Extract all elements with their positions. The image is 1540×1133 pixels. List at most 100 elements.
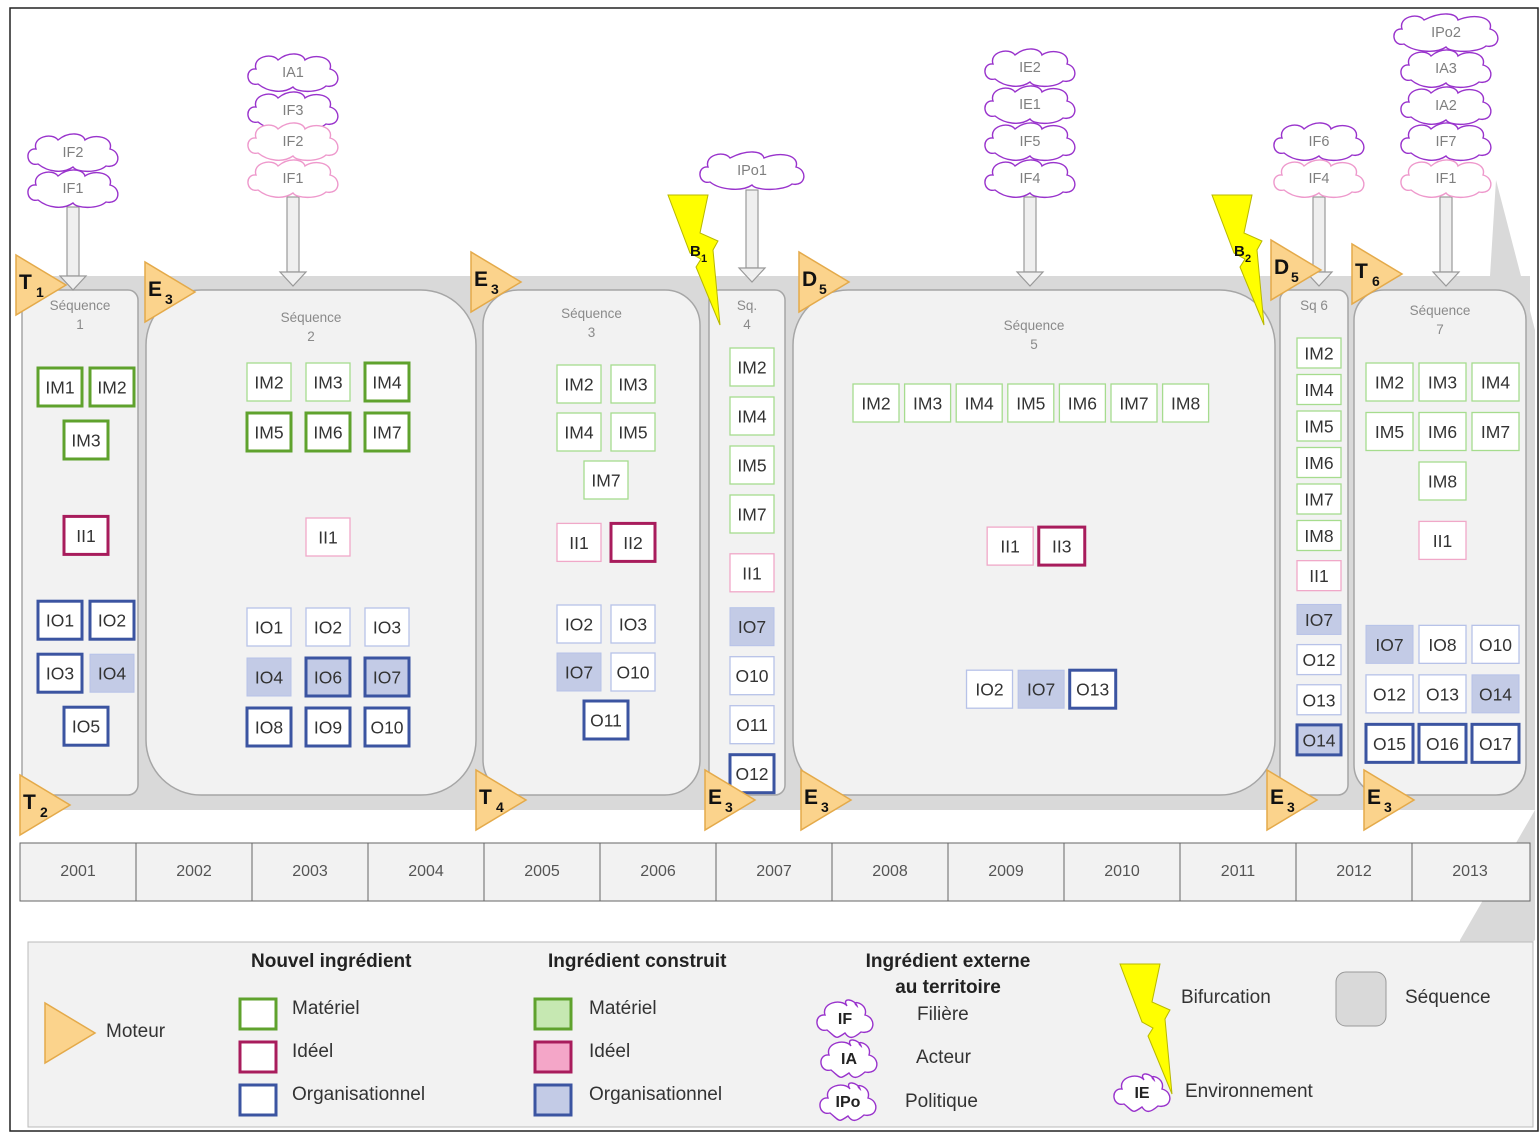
- ingredient-box: [88, 366, 136, 408]
- bifurcation-letter: B: [690, 243, 701, 260]
- ingredient-label: IM4: [1481, 373, 1510, 393]
- sequence-title: Séquence: [1410, 303, 1471, 318]
- input-arrow-head: [58, 275, 88, 291]
- ingredient-box: [610, 604, 656, 644]
- legend-environnement: Environnement: [1185, 1081, 1313, 1102]
- sequence-title: 3: [588, 325, 596, 340]
- ingredient-label: IM1: [45, 378, 74, 398]
- input-arrow-shaft: [1023, 196, 1037, 273]
- ingredient-label: IO7: [1305, 610, 1333, 630]
- ingredient-box: [1296, 603, 1342, 635]
- ingredient-box: [729, 445, 775, 485]
- motor-letter: T: [19, 271, 32, 294]
- motor-index: 3: [491, 281, 499, 297]
- ingredient-label: IO1: [255, 618, 283, 638]
- ingredient-label: IO9: [314, 718, 342, 738]
- ingredient-box: [245, 411, 293, 453]
- year-cell: 2013: [1452, 863, 1488, 880]
- ingredient-box: [1471, 674, 1520, 714]
- ingredient-box: [363, 656, 411, 698]
- sequence-title: Séquence: [1004, 318, 1065, 333]
- ingredient-box: [610, 652, 656, 692]
- motor-index: 6: [1372, 273, 1380, 289]
- ingredient-label: II1: [569, 533, 588, 553]
- ingredient-box: [246, 362, 292, 402]
- motor-index: 5: [1291, 269, 1299, 285]
- ingredient-box: [556, 652, 602, 692]
- ingredient-box: [246, 607, 292, 647]
- motor-letter: E: [1270, 786, 1284, 809]
- motor-letter: E: [1367, 786, 1381, 809]
- motor-index: 3: [1287, 799, 1295, 815]
- year-cell: 2012: [1336, 863, 1372, 880]
- cloud-icon: [699, 151, 805, 191]
- cloud-label: IA: [841, 1051, 857, 1068]
- input-arrow-head: [737, 267, 767, 283]
- ingredient-box: [903, 383, 952, 423]
- motor-triangle: [144, 260, 197, 324]
- sequence-title: Sq.: [737, 298, 757, 313]
- cloud-icon: [1113, 1073, 1171, 1113]
- ingredient-label: IM6: [1428, 422, 1457, 442]
- ingredient-box: [363, 361, 411, 403]
- bifurcation-index: 1: [701, 253, 707, 265]
- ingredient-box: [610, 412, 656, 452]
- cloud-icon: [1400, 49, 1492, 89]
- ingredient-box: [1110, 383, 1158, 423]
- legend-swatch-built: [533, 997, 573, 1031]
- input-arrow-head: [278, 271, 308, 287]
- legend-bifurcation: Bifurcation: [1181, 987, 1271, 1008]
- ingredient-box: [729, 607, 775, 647]
- sequence-title: 2: [307, 329, 315, 344]
- legend-new-organisationnel: Organisationnel: [292, 1084, 426, 1105]
- legend-new-ideel: Idéel: [292, 1041, 334, 1062]
- ingredient-box: [729, 656, 775, 696]
- year-cell: 2009: [988, 863, 1024, 880]
- legend-panel: [27, 941, 1534, 1128]
- ingredient-label: II1: [1000, 537, 1019, 557]
- ingredient-label: II2: [623, 533, 642, 553]
- ingredient-label: IO5: [72, 717, 100, 737]
- ingredient-label: IO4: [98, 664, 126, 684]
- motor-index: 5: [819, 281, 827, 297]
- ingredient-label: IO2: [314, 618, 342, 638]
- legend-swatch-built: [533, 1040, 573, 1074]
- ingredient-box: [1364, 722, 1415, 764]
- ingredient-label: II1: [742, 563, 761, 583]
- ingredient-label: O15: [1373, 734, 1406, 754]
- legend-acteur: Acteur: [916, 1047, 971, 1068]
- ingredient-label: IM2: [564, 375, 593, 395]
- ingredient-label: IO8: [1428, 635, 1456, 655]
- ingredient-box: [36, 652, 84, 694]
- cloud-label: IF1: [63, 181, 84, 197]
- ingredient-label: IM2: [1375, 373, 1404, 393]
- ingredient-box: [1296, 483, 1342, 515]
- ingredient-box: [36, 366, 84, 408]
- ingredient-box: [1295, 723, 1343, 757]
- ingredient-box: [729, 396, 775, 436]
- motor-triangle: [1270, 238, 1323, 302]
- motor-triangle: [704, 768, 757, 832]
- ingredient-box: [1296, 643, 1342, 676]
- ingredient-box: [1418, 520, 1467, 561]
- motor-triangle: [475, 768, 528, 832]
- year-cell: 2008: [872, 863, 908, 880]
- ingredient-label: O16: [1426, 734, 1459, 754]
- sequence-title: Séquence: [561, 306, 622, 321]
- year-cell: 2006: [640, 863, 676, 880]
- ingredient-label: IM5: [1304, 417, 1333, 437]
- motor-index: 3: [725, 799, 733, 815]
- ingredient-box: [304, 706, 352, 748]
- ingredient-box: [986, 526, 1034, 566]
- ingredient-label: IO3: [619, 615, 647, 635]
- ingredient-label: IO8: [255, 718, 283, 738]
- ingredient-label: IM4: [564, 423, 593, 443]
- ingredient-label: O10: [370, 718, 403, 738]
- motor-index: 3: [165, 291, 173, 307]
